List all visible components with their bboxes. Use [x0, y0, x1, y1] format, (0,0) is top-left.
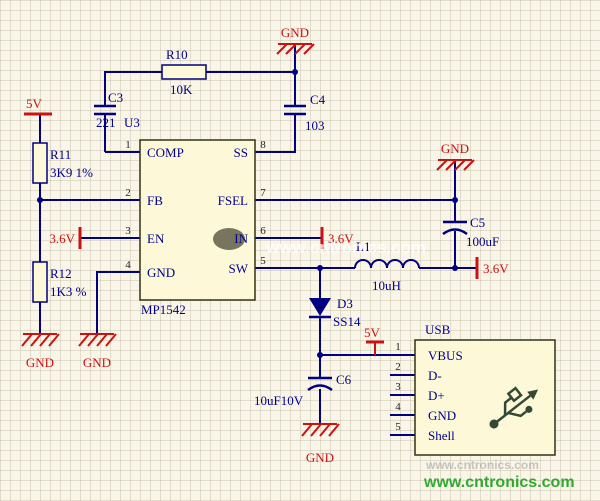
usb-pin-name-dminus: D- [428, 368, 442, 383]
c3-designator: C3 [108, 90, 123, 105]
usb-pin-number-4: 4 [395, 401, 401, 413]
l1-designator: L1 [356, 239, 370, 254]
r10-value: 10K [170, 82, 193, 97]
d3-designator: D3 [337, 296, 353, 311]
ground-bottom-mid: GND [301, 423, 340, 465]
resistor-r10: R10 10K [161, 47, 207, 97]
capacitor-c4: C4 103 [284, 92, 326, 133]
ic-pin-name-sw: SW [229, 261, 249, 276]
c5-value: 100uF [466, 234, 499, 249]
power-rail-5v-usb: 5V [364, 325, 384, 355]
diode-d3: D3 SS14 [309, 296, 361, 329]
power-rail-3v6-in: 3.6V [320, 227, 354, 249]
r12-value: 1K3 % [50, 284, 87, 299]
ic-smudge [213, 228, 245, 250]
capacitor-c6: C6 10uF10V [254, 372, 352, 408]
ground-right: GND [436, 141, 475, 171]
d3-triangle [309, 298, 331, 316]
ic-u3: U3 MP1542 1 2 3 4 8 7 6 5 COMP FB EN GND… [124, 115, 266, 317]
ic-designator: U3 [124, 115, 140, 130]
r12-designator: R12 [50, 266, 72, 281]
ground-bottom-left-1: GND [21, 333, 60, 370]
ic-pin-number-2: 2 [125, 187, 131, 199]
usb-designator: USB [425, 322, 451, 337]
ic-pin-name-in: IN [234, 231, 248, 246]
usb-pin-name-vbus: VBUS [428, 348, 463, 363]
net-label-3v6: 3.6V [49, 231, 75, 246]
watermark-green: www.cntronics.com [423, 474, 575, 491]
usb-trident-icon [489, 386, 539, 429]
ic-pin-number-8: 8 [260, 139, 266, 151]
net-label-3v6: 3.6V [328, 231, 354, 246]
net-label-gnd: GND [306, 450, 334, 465]
ground-top: GND [276, 25, 315, 55]
inductor-l1: L1 10uH [354, 239, 420, 293]
c5-designator: C5 [470, 215, 485, 230]
usb-pin-name-shell: Shell [428, 428, 455, 443]
l1-value: 10uH [372, 278, 401, 293]
watermark-shadow: www.cntronics.com [425, 458, 539, 472]
ic-pin-name-en: EN [147, 231, 165, 246]
r10-body [161, 64, 207, 80]
c6-designator: C6 [336, 372, 352, 387]
ic-pin-number-3: 3 [125, 225, 131, 237]
c6-value: 10uF10V [254, 393, 304, 408]
net-label-3v6: 3.6V [483, 261, 509, 276]
ic-pin-number-6: 6 [260, 225, 266, 237]
ic-pin-name-comp: COMP [147, 145, 184, 160]
ic-pin-name-fb: FB [147, 193, 163, 208]
r12-body [32, 261, 48, 303]
power-rail-3v6-en: 3.6V [49, 227, 82, 249]
d3-value: SS14 [333, 314, 361, 329]
usb-pin-number-2: 2 [395, 361, 401, 373]
r11-body [32, 142, 48, 184]
net-label-5v: 5V [26, 96, 43, 111]
ic-pin-number-1: 1 [125, 139, 131, 151]
r11-value: 3K9 1% [50, 165, 93, 180]
ic-part-number: MP1542 [141, 302, 186, 317]
net-label-gnd: GND [26, 355, 54, 370]
ic-pin-number-5: 5 [260, 255, 266, 267]
ic-pin-number-7: 7 [260, 187, 266, 199]
c3-value: 221 [96, 115, 116, 130]
usb-body [414, 339, 556, 456]
usb-pin-number-5: 5 [395, 421, 401, 433]
resistor-r11: R11 3K9 1% [32, 142, 93, 184]
c4-designator: C4 [310, 92, 326, 107]
usb-pin-number-1: 1 [395, 341, 401, 353]
ground-bottom-left-2: GND [78, 333, 117, 370]
c4-value: 103 [305, 118, 325, 133]
usb-pin-number-3: 3 [395, 381, 401, 393]
power-rail-5v-top: 5V [24, 96, 52, 116]
usb-pin-name-gnd: GND [428, 408, 456, 423]
capacitor-c5: C5 100uF [442, 215, 499, 249]
ic-pin-name-gnd: GND [147, 265, 175, 280]
watermark-center: www.cntronics.com [265, 238, 426, 257]
watermarks: www.cntronics.com www.cntronics.com www.… [265, 238, 575, 491]
usb-connector: USB 1 2 3 4 5 VBUS D- D+ GND Shell [395, 322, 556, 456]
net-label-gnd: GND [83, 355, 111, 370]
r11-designator: R11 [50, 147, 71, 162]
ic-pin-name-ss: SS [234, 145, 248, 160]
ic-pin-name-fsel: FSEL [218, 193, 248, 208]
ic-pin-number-4: 4 [125, 259, 131, 271]
ic-body [139, 139, 256, 301]
l1-coil [354, 259, 420, 269]
net-label-gnd: GND [281, 25, 309, 40]
usb-pin-name-dplus: D+ [428, 388, 445, 403]
resistor-r12: R12 1K3 % [32, 261, 87, 303]
r10-designator: R10 [166, 47, 188, 62]
junction-dots [37, 69, 458, 358]
net-label-5v: 5V [364, 325, 381, 340]
power-rail-3v6-out: 3.6V [475, 257, 509, 279]
capacitor-c3: C3 221 [94, 90, 123, 130]
net-label-gnd: GND [441, 141, 469, 156]
